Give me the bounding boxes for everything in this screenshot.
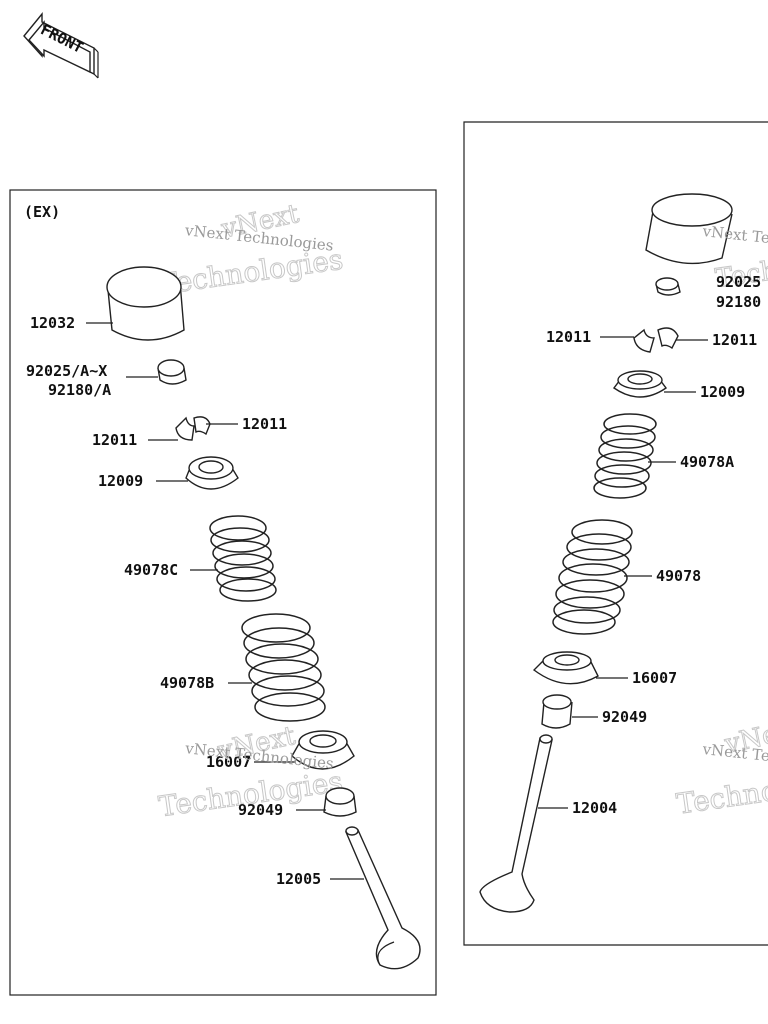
tappet-part <box>106 266 185 341</box>
in-label-stem-seal: 92049 <box>602 708 647 726</box>
ex-panel: (EX) vNext vNext Technologies Technologi… <box>9 189 437 996</box>
label-keeper-right: 12011 <box>242 415 287 433</box>
label-stem-seal: 92049 <box>238 801 283 819</box>
spring-b-part <box>241 613 326 722</box>
ex-panel-frame <box>9 189 437 996</box>
label-spring-c: 49078C <box>124 561 178 579</box>
ex-panel-title: (EX) <box>24 203 60 221</box>
in-shim-part <box>655 277 681 296</box>
shim-part <box>157 359 187 385</box>
label-keeper-left: 12011 <box>92 431 137 449</box>
in-label-shim-b: 92180 <box>716 293 761 311</box>
in-valve-part <box>479 734 553 913</box>
in-label-spring-a: 49078A <box>680 453 734 471</box>
label-retainer: 12009 <box>98 472 143 490</box>
in-label-shim-a: 92025 <box>716 273 761 291</box>
label-spring-seat: 16007 <box>206 753 251 771</box>
label-tappet: 12032 <box>30 314 75 332</box>
in-label-spring-seat: 16007 <box>632 669 677 687</box>
in-keeper-part <box>633 327 679 353</box>
watermark-top: vNext vNext Technologies Technologies <box>156 198 345 301</box>
in-label-keeper-right: 12011 <box>712 331 757 349</box>
in-retainer-part <box>613 370 667 398</box>
spring-c-part <box>209 515 277 602</box>
in-spring-a-part <box>593 413 657 499</box>
in-label-retainer: 12009 <box>700 383 745 401</box>
label-shim-a: 92025/A~X <box>26 362 107 380</box>
in-tappet-part <box>645 193 733 265</box>
retainer-part <box>185 456 239 490</box>
in-spring-seat-part <box>532 651 599 685</box>
label-valve: 12005 <box>276 870 321 888</box>
spring-seat-part <box>291 730 355 770</box>
keeper-part <box>175 416 211 441</box>
in-stem-seal-part <box>541 694 573 729</box>
in-panel: vNext Technologies Technologies 92025 92… <box>463 121 768 946</box>
in-spring-part <box>552 519 633 635</box>
label-spring-b: 49078B <box>160 674 214 692</box>
in-label-spring: 49078 <box>656 567 701 585</box>
in-label-keeper-left: 12011 <box>546 328 591 346</box>
svg-text:Technologies: Technologies <box>157 243 345 301</box>
label-shim-b: 92180/A <box>48 381 111 399</box>
valve-part <box>345 826 421 970</box>
front-arrow-icon: FRONT <box>23 12 99 79</box>
svg-text:vNext Technologies: vNext Technologies <box>701 740 768 774</box>
svg-text:Technologies: Technologies <box>674 762 768 820</box>
watermark-right-mid: vNext vNext Technologies Technologies <box>674 714 768 822</box>
in-panel-frame <box>463 121 768 946</box>
stem-seal-part <box>323 787 357 817</box>
in-label-valve: 12004 <box>572 799 617 817</box>
